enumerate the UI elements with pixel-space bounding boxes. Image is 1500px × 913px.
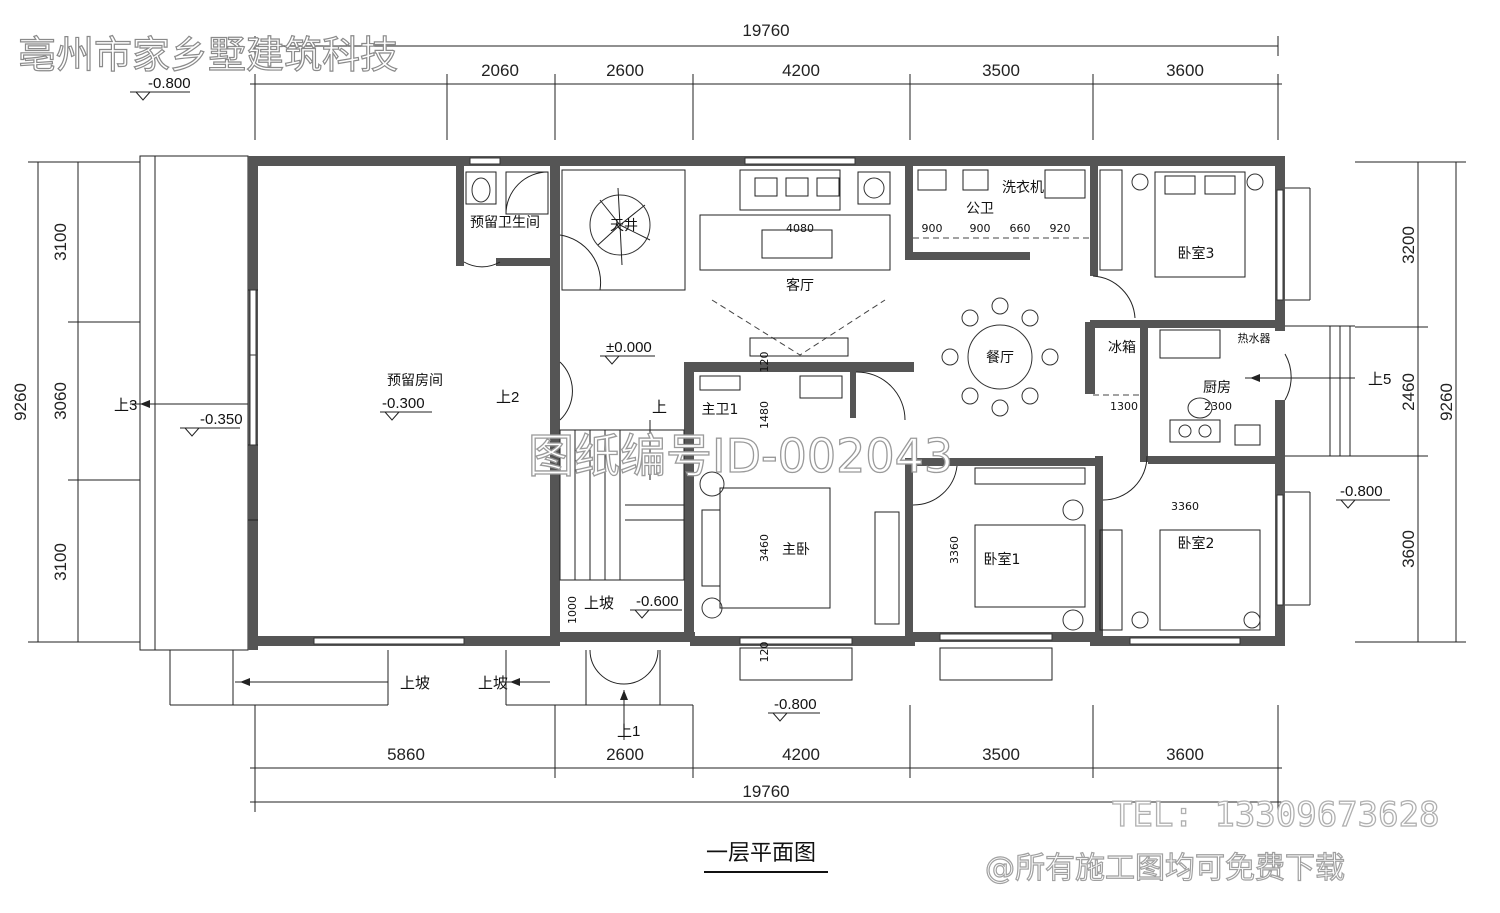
right-dim-0: 3200 — [1399, 226, 1418, 264]
top-dim-partial: 2060 — [481, 61, 519, 80]
dim-4080: 4080 — [786, 222, 814, 235]
right-dim-2: 3600 — [1399, 530, 1418, 568]
bottom-dim-0: 5860 — [387, 745, 425, 764]
level-reserved-room: -0.300 — [382, 395, 425, 412]
room-label-reserved: 预留房间 — [387, 373, 443, 389]
plan-title: 一层平面图 — [706, 841, 816, 866]
watermark-company: 亳州市家乡墅建筑科技 — [18, 33, 398, 77]
bottom-dim-1: 2600 — [606, 745, 644, 764]
annotations: 上3 上2 上 上1 上5 上坡 上坡 上坡 4080 900 900 660 … — [114, 222, 1391, 740]
room-label-bedroom2: 卧室2 — [1178, 535, 1215, 552]
watermark-download: @所有施工图均可免费下载 — [985, 851, 1345, 886]
level-top-left: -0.800 — [148, 75, 191, 92]
room-label-living: 客厅 — [786, 277, 814, 294]
room-label-dining: 餐厅 — [986, 350, 1014, 366]
room-label-bedroom1: 卧室1 — [984, 551, 1021, 568]
staircase — [559, 429, 685, 581]
dim-660: 660 — [1010, 222, 1031, 235]
dim-120b: 120 — [758, 642, 771, 663]
dim-120a: 120 — [758, 352, 771, 373]
bed-3 — [1154, 171, 1246, 278]
bottom-dim-3: 3500 — [982, 745, 1020, 764]
left-dim-0: 3100 — [51, 223, 70, 261]
dim-3460: 3460 — [758, 534, 771, 562]
room-label-bedroom3: 卧室3 — [1178, 245, 1215, 262]
level-hall: ±0.000 — [606, 339, 652, 356]
furniture — [465, 169, 1264, 631]
dim-900a: 900 — [922, 222, 943, 235]
level-entry: -0.600 — [636, 593, 679, 610]
bed-1 — [974, 524, 1086, 608]
tv-cabinet — [749, 337, 849, 357]
left-total-dim: 9260 — [11, 383, 30, 421]
dim-920: 920 — [1050, 222, 1071, 235]
top-total-dim: 19760 — [742, 21, 789, 40]
door-swings — [463, 234, 1292, 685]
label-up5: 上5 — [1368, 371, 1391, 388]
dim-1000: 1000 — [566, 596, 579, 624]
top-dim-2: 2600 — [606, 61, 644, 80]
top-dimensions: 19760 2060 2600 4200 3500 3600 — [250, 21, 1282, 140]
sofa — [739, 169, 841, 211]
dim-3360-h: 3360 — [1171, 500, 1199, 513]
room-label-fridge: 冰箱 — [1108, 340, 1136, 356]
label-ramp-mid: 上坡 — [478, 675, 508, 692]
room-label-washer: 洗衣机 — [1002, 180, 1044, 196]
watermark-tel: TEL: 13309673628 — [1112, 795, 1440, 835]
bottom-total-dim: 19760 — [742, 782, 789, 801]
level-bottom: -0.800 — [774, 696, 817, 713]
level-right-side: -0.800 — [1340, 483, 1383, 500]
level-left-side: -0.350 — [200, 411, 243, 428]
dim-1300: 1300 — [1110, 400, 1138, 413]
right-dim-1: 2460 — [1399, 373, 1418, 411]
windows — [248, 157, 1284, 645]
left-dimensions: 3100 3060 3100 9260 — [11, 161, 140, 643]
level-markers: -0.800 -0.350 -0.300 ±0.000 -0.600 -0.80… — [130, 75, 1390, 722]
bottom-dimensions: 5860 2600 4200 3500 3600 19760 — [250, 705, 1282, 812]
top-dim-5: 3600 — [1166, 61, 1204, 80]
room-label-kitchen: 厨房 — [1203, 380, 1231, 396]
master-bed — [719, 487, 831, 609]
label-ramp-entry: 上坡 — [584, 595, 614, 612]
coffee-table — [699, 214, 891, 271]
left-dim-2: 3100 — [51, 543, 70, 581]
courtyard-outline — [561, 169, 686, 291]
dining-table — [967, 324, 1033, 390]
label-water-heater: 热水器 — [1238, 332, 1271, 345]
drawing-title: 一层平面图 — [704, 841, 828, 873]
dim-1480: 1480 — [758, 401, 771, 429]
room-label-courtyard: 天井 — [610, 218, 638, 234]
label-ramp-left: 上坡 — [400, 675, 430, 692]
room-label-master-bath: 主卫1 — [702, 402, 739, 418]
label-up2: 上2 — [496, 389, 519, 406]
right-dimensions: 3200 2460 3600 9260 — [1355, 161, 1466, 643]
label-up3: 上3 — [114, 397, 137, 414]
top-dim-3: 4200 — [782, 61, 820, 80]
tree-icon — [589, 187, 651, 266]
label-up1: 上1 — [617, 723, 640, 740]
room-label-master-bed: 主卧 — [782, 542, 810, 558]
dim-2300: 2300 — [1204, 400, 1232, 413]
label-up: 上 — [652, 399, 667, 416]
top-dim-4: 3500 — [982, 61, 1020, 80]
bed-2 — [1159, 529, 1261, 631]
room-label-reserved-bath: 预留卫生间 — [470, 215, 540, 231]
bottom-dim-4: 3600 — [1166, 745, 1204, 764]
left-dim-1: 3060 — [51, 382, 70, 420]
room-label-public-bath: 公卫 — [966, 201, 994, 217]
watermarks: 亳州市家乡墅建筑科技 图纸编号ID-002043 TEL: 1330967362… — [17, 32, 1440, 886]
watermark-drawing-id: 图纸编号ID-002043 — [528, 429, 953, 483]
bottom-dim-2: 4200 — [782, 745, 820, 764]
dim-900b: 900 — [970, 222, 991, 235]
room-labels: 预留房间 预留卫生间 天井 客厅 公卫 洗衣机 卧室3 餐厅 冰箱 厨房 主卫1… — [387, 180, 1231, 568]
dim-3360-v: 3360 — [948, 536, 961, 564]
right-total-dim: 9260 — [1437, 383, 1456, 421]
